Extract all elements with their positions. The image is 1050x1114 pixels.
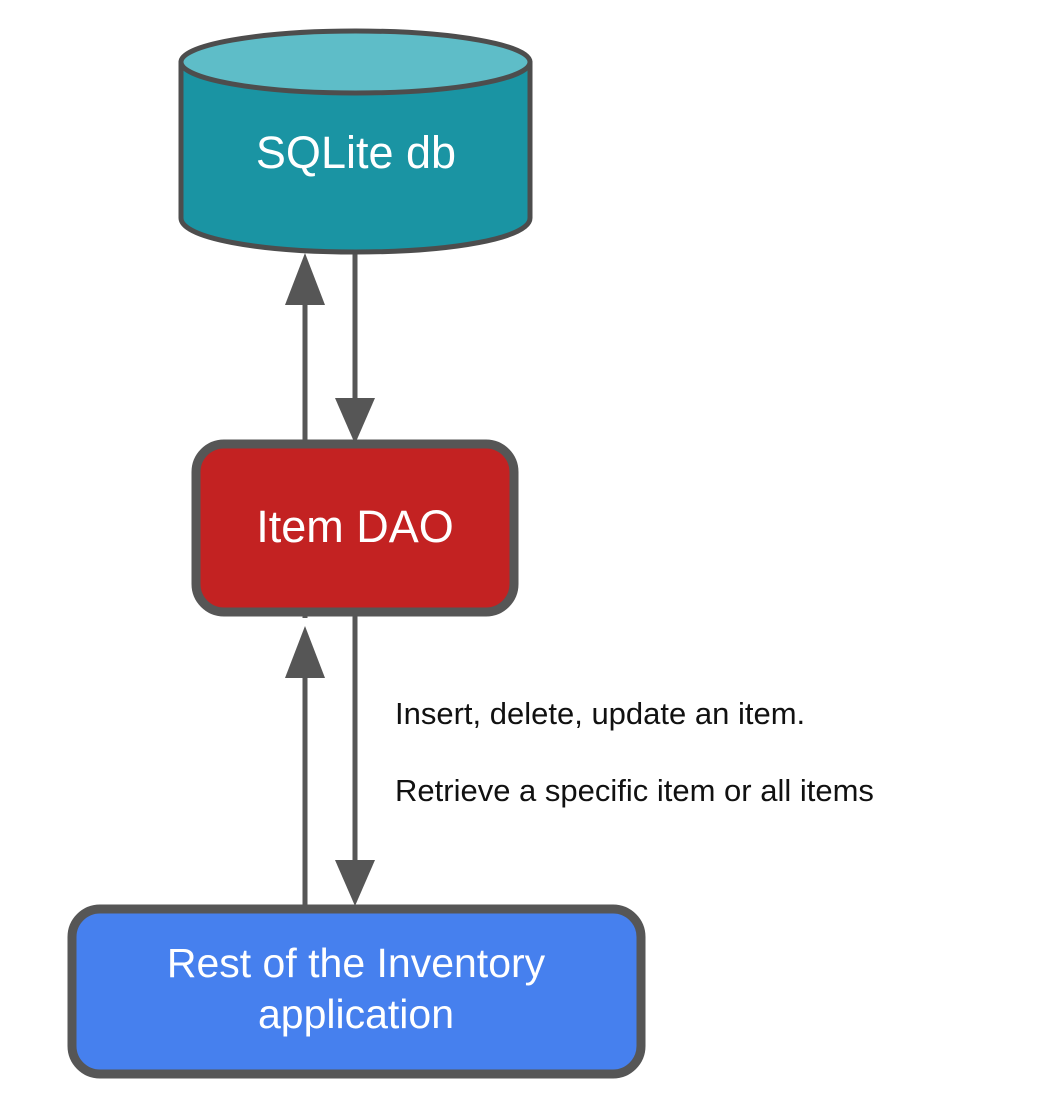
node-sqlite-db[interactable]: SQLite db (178, 28, 533, 255)
cylinder-top (178, 28, 533, 96)
arrowhead-up-icon (285, 253, 325, 305)
item-dao-shape (191, 439, 519, 617)
edges-layer (285, 248, 375, 908)
arrowhead-down-icon (335, 860, 375, 906)
node-label-sqlite-db: SQLite db (256, 127, 456, 178)
arrowhead-up-icon (285, 626, 325, 678)
arrowhead-down-icon (335, 398, 375, 444)
cylinder-body (178, 59, 533, 255)
annotation-operations: Insert, delete, update an item. (395, 696, 805, 731)
node-label-rest-of-app-line1: Rest of the Inventory (167, 940, 546, 986)
node-item-dao[interactable]: Item DAO (191, 439, 519, 617)
edge-dao-to-app (335, 616, 375, 906)
edge-db-to-dao (335, 248, 375, 444)
node-label-item-dao: Item DAO (256, 501, 454, 552)
edge-annotations: Insert, delete, update an item. Retrieve… (395, 696, 874, 808)
edge-app-to-dao (285, 626, 325, 908)
node-rest-of-app[interactable]: Rest of the Inventory application (67, 904, 646, 1079)
rest-of-app-shape (67, 904, 646, 1079)
annotation-retrieve: Retrieve a specific item or all items (395, 773, 874, 808)
node-label-rest-of-app-line2: application (258, 991, 454, 1037)
